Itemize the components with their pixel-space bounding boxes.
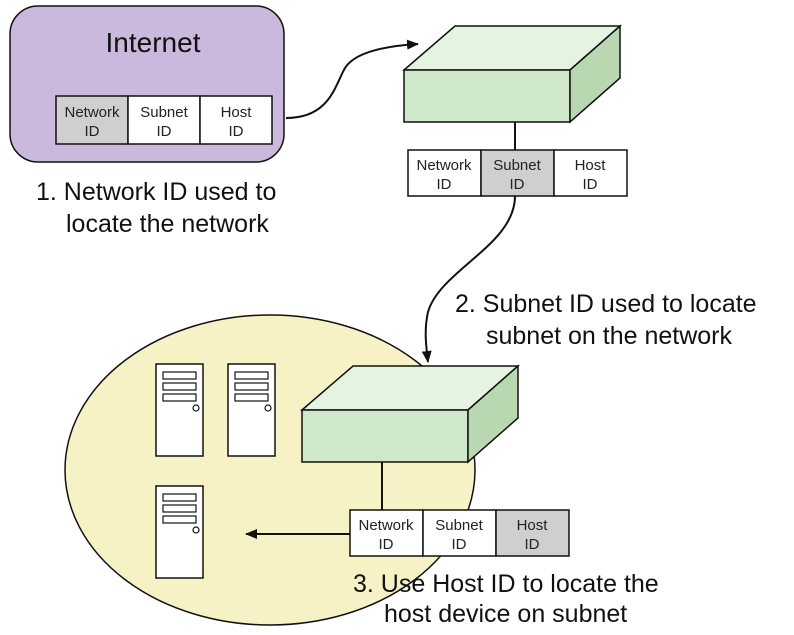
router-to-subnet-arrow xyxy=(421,195,516,363)
internet-network-label: Network xyxy=(64,104,120,121)
step-2-caption-line-1: 2. Subnet ID used to locate xyxy=(455,290,757,318)
router-subnet-id-label: ID xyxy=(510,176,525,193)
host-computer-2-bay-1 xyxy=(234,371,269,380)
subnet-switch-side-face xyxy=(467,364,519,464)
top-router xyxy=(401,24,622,124)
subnet-network-label: Network xyxy=(358,517,414,534)
subnet-switch xyxy=(299,364,520,464)
host-computer-1-bay-1 xyxy=(162,371,197,380)
step-3-caption-line-1: 3. Use Host ID to locate the xyxy=(353,570,659,598)
host-computer-2 xyxy=(227,363,276,457)
address-table-router: Network ID Subnet ID Host ID xyxy=(407,149,628,197)
host-computer-1-power-light xyxy=(192,404,200,412)
step-3-caption-line-2: host device on subnet xyxy=(384,600,628,628)
top-router-front-face xyxy=(403,69,571,123)
host-computer-2-bay-2 xyxy=(234,382,269,391)
target-host-computer-bay-1 xyxy=(162,493,197,502)
host-computer-1-bay-3 xyxy=(162,393,197,402)
internet-network-id-cell xyxy=(55,95,129,145)
subnet-host-label: Host xyxy=(517,517,549,534)
router-host-id-cell xyxy=(553,149,628,197)
internet-title: Internet xyxy=(106,27,201,58)
step-2-caption-line-2: subnet on the network xyxy=(486,322,732,350)
target-host-computer-power-light xyxy=(192,526,200,534)
host-computer-1-bay-2 xyxy=(162,382,197,391)
target-host-computer-bay-3 xyxy=(162,515,197,524)
router-subnet-id-cell xyxy=(480,149,555,197)
subnet-network-id-label: ID xyxy=(379,536,394,553)
router-network-id-cell xyxy=(407,149,482,197)
target-host-computer-bay-2 xyxy=(162,504,197,513)
router-network-label: Network xyxy=(416,157,472,174)
subnet-switch-front-face xyxy=(301,409,469,463)
internet-subnet-id-label: ID xyxy=(157,123,172,140)
internet-host-id-label: ID xyxy=(229,123,244,140)
subnet-network-id-cell xyxy=(349,509,424,557)
subnet-subnet-id-label: ID xyxy=(452,536,467,553)
subnet-host-id-label: ID xyxy=(525,536,540,553)
internet-network-id-label: ID xyxy=(85,123,100,140)
router-subnet-label: Subnet xyxy=(493,157,541,174)
step-1-caption-line-1: 1. Network ID used to xyxy=(36,178,277,206)
host-computer-2-power-light xyxy=(264,404,272,412)
internet-to-router-arrow xyxy=(285,39,419,119)
router-host-id-label: ID xyxy=(583,176,598,193)
step-1-caption-line-2: locate the network xyxy=(66,210,269,238)
internet-host-id-cell xyxy=(199,95,273,145)
subnet-host-id-cell xyxy=(495,509,570,557)
address-table-subnet: Network ID Subnet ID Host ID xyxy=(349,509,570,557)
address-table-internet: Network ID Subnet ID Host ID xyxy=(55,95,273,145)
top-router-side-face xyxy=(569,24,621,124)
internet-subnet-id-cell xyxy=(127,95,201,145)
subnet-subnet-label: Subnet xyxy=(435,517,483,534)
host-computer-1 xyxy=(155,363,204,457)
router-network-id-label: ID xyxy=(437,176,452,193)
internet-subnet-label: Subnet xyxy=(140,104,188,121)
internet-host-label: Host xyxy=(221,104,253,121)
target-host-computer xyxy=(155,485,204,579)
host-computer-2-bay-3 xyxy=(234,393,269,402)
router-host-label: Host xyxy=(575,157,607,174)
